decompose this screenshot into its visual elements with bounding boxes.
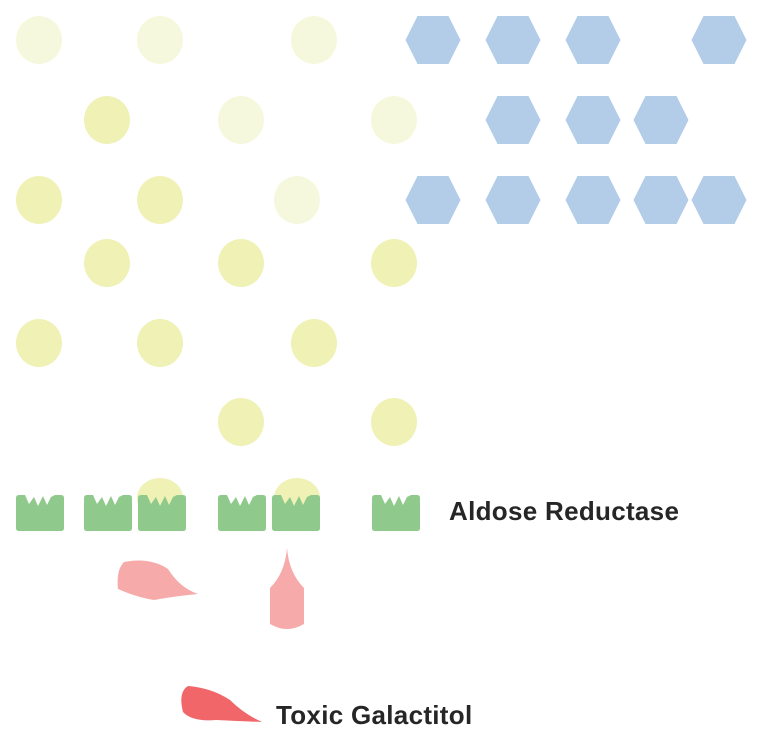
yellow-circle-icon bbox=[218, 239, 264, 287]
enzyme-icon bbox=[16, 495, 64, 531]
galactose-molecules bbox=[16, 16, 417, 446]
blue-hexagon-icon bbox=[633, 96, 689, 144]
glucose-molecules bbox=[405, 16, 747, 224]
yellow-circle-icon bbox=[16, 319, 62, 367]
enzyme-icon bbox=[272, 495, 320, 531]
yellow-circle-icon bbox=[291, 16, 337, 64]
blue-hexagon-icon bbox=[485, 176, 541, 224]
yellow-circle-icon bbox=[84, 96, 130, 144]
yellow-circle-icon bbox=[16, 176, 62, 224]
blue-hexagon-icon bbox=[691, 176, 747, 224]
enzyme-label: Aldose Reductase bbox=[449, 496, 680, 526]
yellow-circle-icon bbox=[291, 319, 337, 367]
blue-hexagon-icon bbox=[485, 96, 541, 144]
aldose-reductase-enzymes bbox=[16, 495, 420, 531]
yellow-circle-icon bbox=[218, 96, 264, 144]
yellow-circle-icon bbox=[274, 176, 320, 224]
yellow-circle-icon bbox=[218, 398, 264, 446]
blue-hexagon-icon bbox=[405, 16, 461, 64]
yellow-circle-icon bbox=[16, 16, 62, 64]
blue-hexagon-icon bbox=[633, 176, 689, 224]
blue-hexagon-icon bbox=[565, 176, 621, 224]
blue-hexagon-icon bbox=[405, 176, 461, 224]
enzyme-icon bbox=[84, 495, 132, 531]
product-label: Toxic Galactitol bbox=[276, 700, 473, 730]
galactitol-drop-icon bbox=[181, 686, 262, 722]
enzyme-icon bbox=[218, 495, 266, 531]
enzyme-icon bbox=[372, 495, 420, 531]
yellow-circle-icon bbox=[137, 319, 183, 367]
galactitol-molecules bbox=[117, 548, 304, 722]
yellow-circle-icon bbox=[371, 239, 417, 287]
enzyme-icon bbox=[138, 495, 186, 531]
yellow-circle-icon bbox=[137, 176, 183, 224]
yellow-circle-icon bbox=[84, 239, 130, 287]
blue-hexagon-icon bbox=[485, 16, 541, 64]
galactitol-drop-icon bbox=[270, 548, 304, 629]
yellow-circle-icon bbox=[137, 16, 183, 64]
blue-hexagon-icon bbox=[691, 16, 747, 64]
galactitol-drop-icon bbox=[117, 560, 198, 600]
yellow-circle-icon bbox=[371, 96, 417, 144]
yellow-circle-icon bbox=[371, 398, 417, 446]
blue-hexagon-icon bbox=[565, 16, 621, 64]
blue-hexagon-icon bbox=[565, 96, 621, 144]
